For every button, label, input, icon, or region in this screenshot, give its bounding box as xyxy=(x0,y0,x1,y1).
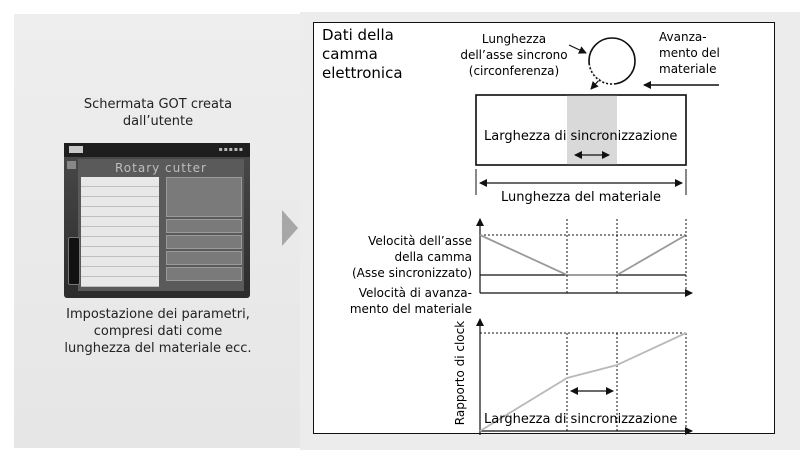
caption-line: dall’utente xyxy=(122,114,194,129)
cam-speed-curve xyxy=(479,234,687,276)
device-topbar: ▪▪▪▪▪ xyxy=(64,143,250,157)
sync-width-label: Larghezza di sincronizzazione xyxy=(484,129,677,144)
got-device: ▪▪▪▪▪ Rotary cutter xyxy=(64,143,250,298)
settings-table xyxy=(81,177,159,287)
brand-logo-icon xyxy=(69,146,83,153)
sync-axis-label: Lunghezza xyxy=(482,32,546,46)
clock-ratio-label: Rapporto di clock xyxy=(453,321,467,425)
feed-label: mento del xyxy=(659,46,720,60)
feed-speed-label: mento del materiale xyxy=(350,302,472,316)
feed-label: materiale xyxy=(659,62,716,76)
screen-button xyxy=(166,267,242,281)
diagram-title-line: camma xyxy=(322,45,378,63)
sync-axis-circle xyxy=(588,37,636,85)
caption-line: Schermata GOT creata xyxy=(83,97,233,112)
cam-diagram: Dati della camma elettronica Lunghezza d… xyxy=(322,26,720,435)
cam-speed-label: Velocità dell’asse xyxy=(368,234,472,248)
arrow-right-icon xyxy=(282,210,298,246)
diagram-title-line: elettronica xyxy=(322,64,403,82)
sync-axis-label: (circonferenza) xyxy=(469,64,559,78)
label-pointer xyxy=(590,78,601,90)
screen-button xyxy=(166,235,242,249)
cutter-preview xyxy=(166,177,242,217)
sync-width-label-bottom: Larghezza di sincronizzazione xyxy=(484,412,677,427)
diagram-title-line: Dati della xyxy=(322,26,394,44)
got-screen-caption: Schermata GOT creata dall’utente xyxy=(64,96,252,130)
cam-speed-label: della camma xyxy=(394,250,472,264)
device-handle xyxy=(68,237,80,285)
caption-line: compresi dati come xyxy=(93,324,223,339)
feed-label: Avanza- xyxy=(659,30,707,44)
clock-ratio-curve xyxy=(479,332,687,432)
screen-title: Rotary cutter xyxy=(115,161,207,175)
caption-line: Impostazione dei parametri, xyxy=(66,307,250,322)
label-pointer xyxy=(568,44,587,54)
got-screen: Rotary cutter xyxy=(78,159,244,291)
cam-speed-label: (Asse sincronizzato) xyxy=(352,266,472,280)
screen-button xyxy=(166,219,242,233)
material-length-label: Lunghezza del materiale xyxy=(501,190,661,205)
parameter-caption: Impostazione dei parametri, compresi dat… xyxy=(50,306,266,357)
sync-axis-label: dell’asse sincrono xyxy=(460,48,567,62)
back-icon xyxy=(67,161,76,169)
caption-line: lunghezza del materiale ecc. xyxy=(64,341,252,356)
cam-data-card: Dati della camma elettronica Lunghezza d… xyxy=(313,22,775,435)
screen-button xyxy=(166,251,242,265)
sync-arc xyxy=(588,64,615,86)
feed-speed-label: Velocità di avanza- xyxy=(359,286,472,300)
device-brand: ▪▪▪▪▪ xyxy=(218,146,244,153)
